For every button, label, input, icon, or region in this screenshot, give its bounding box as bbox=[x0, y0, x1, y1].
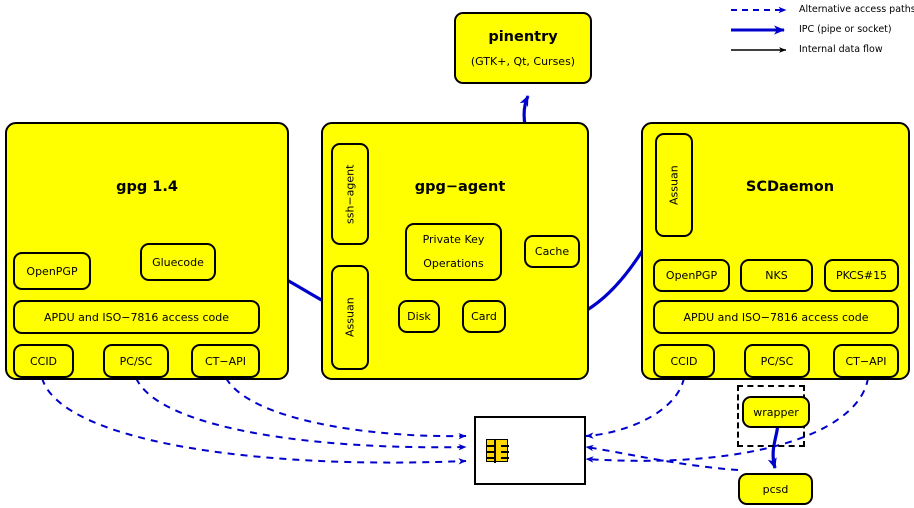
gpgagent-sshagent-box[interactable] bbox=[331, 143, 369, 245]
scdaemon-driver-pcsc-label: PC/SC bbox=[760, 354, 794, 368]
scdaemon-app-openpgp-box[interactable] bbox=[653, 259, 730, 292]
scdaemon-app-openpgp-label: OpenPGP bbox=[665, 269, 718, 282]
gpg14-gluecode-box[interactable] bbox=[140, 243, 216, 281]
gpgagent-card-label: Card bbox=[471, 310, 497, 323]
gpg14-openpgp-box[interactable] bbox=[13, 252, 91, 290]
gpg14-driver-pcsc-label: PC/SC bbox=[119, 354, 153, 368]
smartcard-chip-icon bbox=[486, 439, 509, 463]
scdaemon-apdu-box[interactable] bbox=[653, 300, 899, 334]
edge-pcsd-to-card bbox=[585, 444, 739, 471]
gpg14-driver-ccid-label: CCID bbox=[29, 354, 58, 368]
gpg14-apdu-label: APDU and ISO−7816 access code bbox=[43, 310, 230, 324]
edge-gpg-ccid-to-card bbox=[41, 377, 467, 465]
gpgagent-sshagent-label: ssh−agent bbox=[343, 164, 357, 224]
scdaemon-assuan-box[interactable] bbox=[655, 133, 693, 237]
gpgagent-private-key-ops-box[interactable] bbox=[405, 223, 502, 281]
gpgagent-disk-label: Disk bbox=[407, 310, 431, 323]
edge-gpg-pcsc-to-card bbox=[135, 377, 467, 451]
scdaemon-app-pkcs15-label: PKCS#15 bbox=[835, 269, 888, 282]
scdaemon-assuan-label: Assuan bbox=[667, 165, 681, 205]
legend-sample-lines bbox=[731, 6, 787, 53]
gpg14-openpgp-label: OpenPGP bbox=[26, 264, 78, 278]
pinentry-title: pinentry bbox=[488, 29, 558, 45]
wrapper-label: wrapper bbox=[753, 405, 799, 419]
scdaemon-driver-ctapi-label: CT−API bbox=[845, 354, 887, 368]
gpg14-gluecode-label: Gluecode bbox=[152, 255, 204, 269]
gpgagent-cache-label: Cache bbox=[534, 245, 570, 258]
alt-path-edges bbox=[41, 377, 869, 471]
gpg14-driver-ctapi-box[interactable] bbox=[191, 344, 260, 378]
pinentry-box[interactable] bbox=[454, 12, 592, 84]
gpg14-driver-ccid-box[interactable] bbox=[13, 344, 74, 378]
edge-scd-ccid-to-card bbox=[585, 377, 685, 439]
pcsd-label: pcsd bbox=[762, 482, 789, 496]
gpg14-apdu-box[interactable] bbox=[13, 300, 260, 334]
gpgagent-pko-line1: Private Key bbox=[422, 232, 485, 246]
scdaemon-app-nks-label: NKS bbox=[765, 269, 788, 282]
legend-label-ipc: IPC (pipe or socket) bbox=[799, 24, 892, 35]
gpgagent-disk-box[interactable] bbox=[398, 300, 440, 333]
gpgagent-card-box[interactable] bbox=[462, 300, 506, 333]
scdaemon-driver-ccid-label: CCID bbox=[670, 354, 698, 368]
scdaemon-driver-ctapi-box[interactable] bbox=[833, 344, 899, 378]
gpgagent-pko-line2: Operations bbox=[423, 256, 484, 270]
gpg14-driver-pcsc-box[interactable] bbox=[103, 344, 169, 378]
gpg14-title: gpg 1.4 bbox=[116, 179, 178, 195]
edge-scd-ctapi-to-card bbox=[585, 377, 869, 463]
legend-label-internal: Internal data flow bbox=[799, 44, 883, 55]
scdaemon-app-nks-box[interactable] bbox=[740, 259, 813, 292]
gpgagent-assuan-box[interactable] bbox=[331, 265, 369, 370]
edge-gpg-ctapi-to-card bbox=[225, 377, 467, 440]
wrapper-box[interactable] bbox=[742, 396, 810, 428]
scdaemon-app-pkcs15-box[interactable] bbox=[824, 259, 899, 292]
pinentry-subtitle: (GTK+, Qt, Curses) bbox=[470, 54, 576, 68]
gpgagent-title: gpg−agent bbox=[414, 179, 506, 195]
gpgagent-cache-box[interactable] bbox=[524, 235, 580, 268]
legend-label-alt-paths: Alternative access paths bbox=[799, 4, 914, 15]
scdaemon-driver-ccid-box[interactable] bbox=[653, 344, 715, 378]
pcsd-box[interactable] bbox=[738, 473, 813, 505]
gpg14-driver-ctapi-label: CT−API bbox=[204, 354, 247, 368]
scdaemon-apdu-label: APDU and ISO−7816 access code bbox=[683, 310, 869, 324]
scdaemon-title: SCDaemon bbox=[745, 179, 835, 195]
gpgagent-assuan-label: Assuan bbox=[343, 297, 357, 338]
scdaemon-driver-pcsc-box[interactable] bbox=[744, 344, 810, 378]
